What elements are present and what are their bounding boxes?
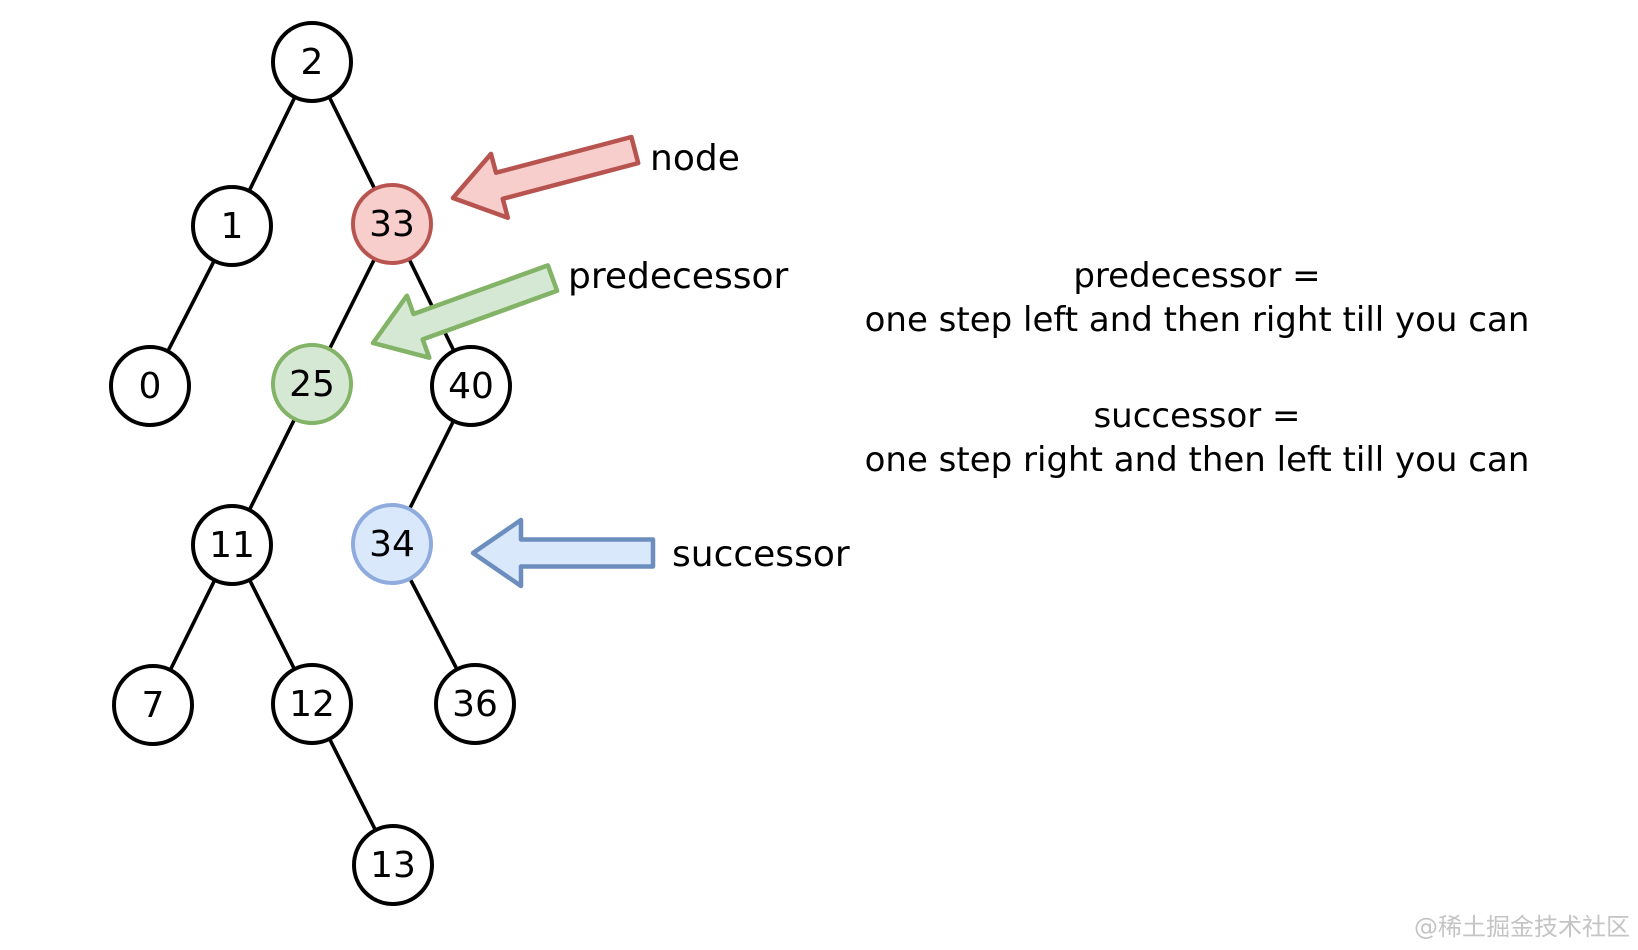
tree-node-value: 7 xyxy=(141,684,165,726)
tree-node-34-highlighted-successor: 34 xyxy=(351,503,433,585)
tree-node-value: 1 xyxy=(220,205,244,247)
tree-node-value: 2 xyxy=(300,41,324,83)
successor-arrow-label: successor xyxy=(672,534,850,575)
tree-node-12: 12 xyxy=(271,663,353,745)
tree-node-value: 0 xyxy=(138,365,162,407)
tree-node-value: 33 xyxy=(369,203,415,245)
tree-node-40: 40 xyxy=(430,345,512,427)
successor-explanation-rule: one step right and then left till you ca… xyxy=(864,440,1530,480)
node-arrow-icon xyxy=(450,134,641,220)
tree-node-value: 13 xyxy=(370,844,416,886)
watermark: @稀土掘金技术社区 xyxy=(1414,913,1630,941)
tree-node-value: 34 xyxy=(369,523,415,565)
tree-node-1: 1 xyxy=(191,185,273,267)
predecessor-arrow-icon xyxy=(370,263,560,360)
successor-explanation-title: successor = xyxy=(1093,396,1301,436)
node-arrow-label: node xyxy=(650,138,740,179)
tree-node-0: 0 xyxy=(109,345,191,427)
tree-node-25-highlighted-predecessor: 25 xyxy=(271,343,353,425)
tree-node-11: 11 xyxy=(191,504,273,586)
tree-node-2: 2 xyxy=(271,21,353,103)
predecessor-explanation-title: predecessor = xyxy=(1073,256,1321,296)
tree-node-value: 40 xyxy=(448,365,494,407)
successor-arrow-icon xyxy=(470,517,656,589)
tree-node-value: 12 xyxy=(289,683,335,725)
predecessor-arrow-label: predecessor xyxy=(568,256,789,297)
tree-node-value: 36 xyxy=(452,683,498,725)
predecessor-explanation: predecessor = one step left and then rig… xyxy=(850,254,1544,342)
successor-explanation: successor = one step right and then left… xyxy=(850,394,1544,482)
tree-node-36: 36 xyxy=(434,663,516,745)
tree-node-33-highlighted-node: 33 xyxy=(351,183,433,265)
tree-node-7: 7 xyxy=(112,664,194,746)
tree-node-13: 13 xyxy=(352,824,434,906)
tree-node-value: 25 xyxy=(289,363,335,405)
predecessor-explanation-rule: one step left and then right till you ca… xyxy=(864,300,1530,340)
tree-node-value: 11 xyxy=(209,524,255,566)
